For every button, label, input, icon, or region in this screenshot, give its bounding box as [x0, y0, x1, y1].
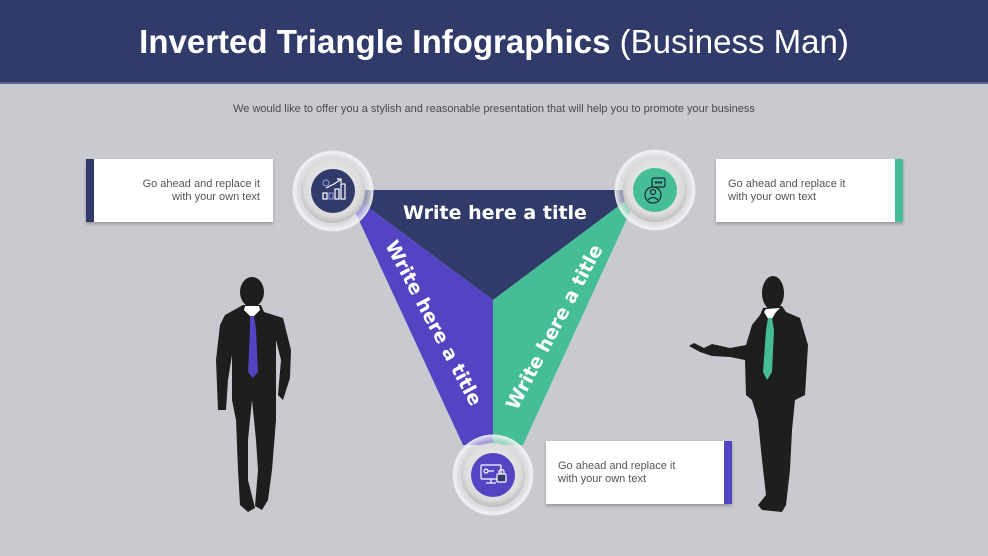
card-text-line2: with your own text [728, 191, 817, 203]
card-text: Go ahead and replace it with your own te… [143, 178, 260, 204]
card-text: Go ahead and replace it with your own te… [728, 178, 845, 204]
businessman-left-silhouette [216, 277, 291, 512]
card-accent-bar [86, 159, 94, 222]
card-text-line1: Go ahead and replace it [558, 460, 676, 472]
user-chat-icon [644, 177, 666, 204]
header-banner [0, 0, 988, 84]
triangle-top-segment [345, 190, 640, 300]
text-card-top-right: Go ahead and replace it with your own te… [716, 159, 903, 222]
card-text: Go ahead and replace it with your own te… [558, 460, 675, 486]
triangle-right-segment [493, 190, 640, 445]
text-card-bottom: Go ahead and replace it with your own te… [546, 441, 732, 504]
card-text-line2: with your own text [171, 191, 260, 203]
card-text-line1: Go ahead and replace it [728, 178, 846, 190]
icon-circle-bottom [452, 434, 534, 516]
card-accent-bar [895, 159, 903, 222]
icon-circle-top-right [614, 149, 696, 231]
title-bold: Inverted Triangle Infographics [139, 23, 611, 60]
businessman-right-silhouette [689, 276, 808, 512]
icon-circle-top-left [292, 150, 374, 232]
subtitle: We would like to offer you a stylish and… [233, 103, 755, 115]
card-text-line2: with your own text [558, 473, 647, 485]
card-text-line1: Go ahead and replace it [142, 178, 260, 190]
triangle-top-title: Write here a title [403, 202, 587, 224]
triangle-left-segment [345, 190, 493, 445]
growth-chart-gear-icon [322, 178, 346, 200]
page-title: Inverted Triangle Infographics (Business… [0, 22, 988, 62]
text-card-top-left: Go ahead and replace it with your own te… [86, 159, 273, 222]
title-light: (Business Man) [619, 23, 849, 60]
card-accent-bar [724, 441, 732, 504]
monitor-key-lock-icon [480, 464, 507, 484]
